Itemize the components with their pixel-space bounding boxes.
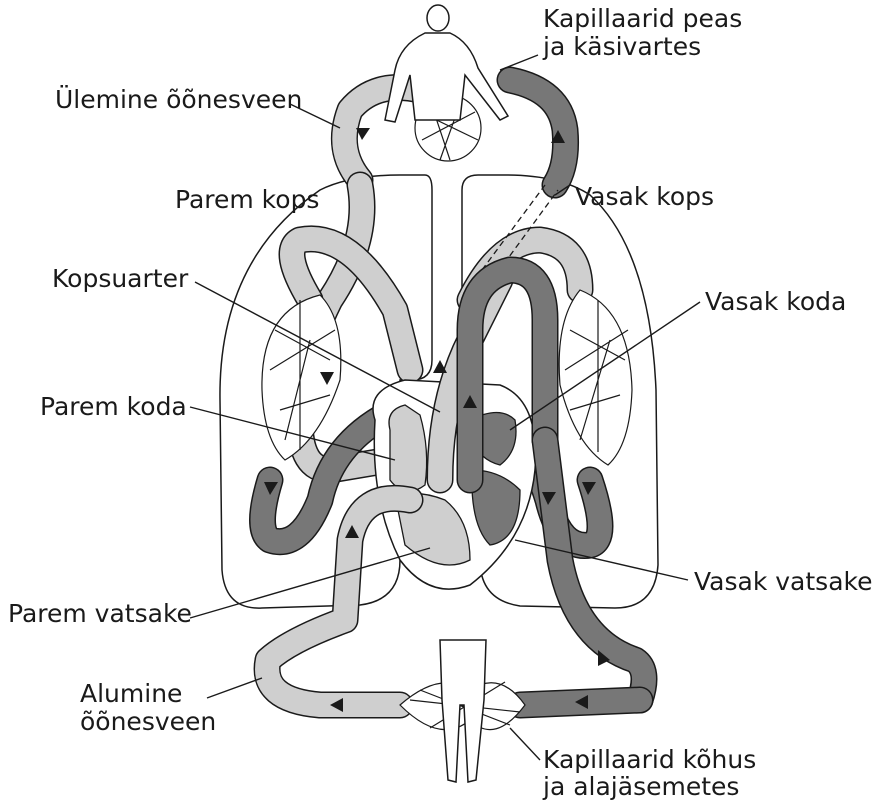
label-left-atrium: Vasak koda — [705, 287, 846, 316]
label-superior-vena-cava: Ülemine õõnesveen — [55, 85, 302, 114]
label-inferior-vena-cava-1: Alumine — [80, 679, 182, 708]
label-left-lung: Vasak kops — [575, 182, 714, 211]
label-capillaries-head-1: Kapillaarid peas — [543, 4, 742, 33]
label-capillaries-abdomen-2: ja alajäsemetes — [542, 772, 739, 801]
label-capillaries-abdomen-1: Kapillaarid kõhus — [543, 745, 756, 774]
label-pulmonary-artery: Kopsuarter — [52, 264, 189, 293]
figure-torso-icon — [385, 33, 508, 122]
right-atrium — [389, 405, 427, 491]
label-inferior-vena-cava-2: õõnesveen — [80, 707, 216, 736]
label-right-ventricle: Parem vatsake — [8, 599, 192, 628]
label-right-lung: Parem kops — [175, 185, 319, 214]
upper-circulation — [344, 5, 565, 185]
label-capillaries-head-2: ja käsivartes — [542, 32, 701, 61]
label-right-atrium: Parem koda — [40, 392, 187, 421]
label-left-ventricle: Vasak vatsake — [694, 567, 872, 596]
figure-head-icon — [427, 5, 449, 31]
